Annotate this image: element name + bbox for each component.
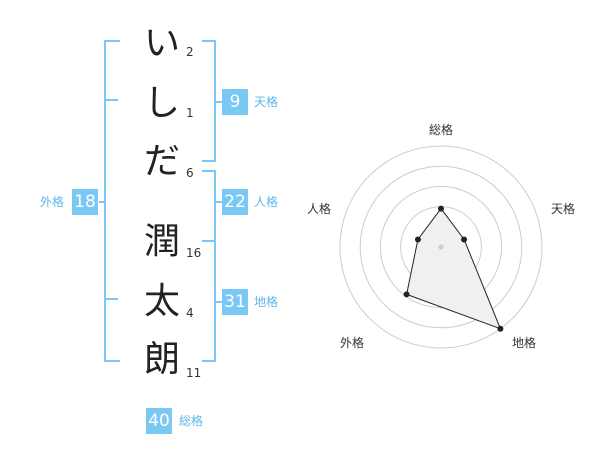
radar-ring-3	[379, 185, 503, 309]
radar-point-3	[497, 325, 504, 332]
chikaku-label: 地格	[254, 295, 279, 309]
gaikaku-connector	[99, 201, 105, 203]
jinkaku-value: 22	[222, 189, 248, 215]
gaikaku-bracket	[104, 40, 120, 362]
stroke-count-2: 1	[186, 106, 194, 120]
stroke-count-3: 6	[186, 166, 194, 180]
radar-point-1	[438, 205, 444, 212]
name-char-6: 朗	[143, 339, 180, 380]
chikaku-connector	[216, 301, 222, 303]
tenkaku-label: 天格	[254, 95, 279, 109]
axis-label-soukaku: 総格	[429, 122, 453, 137]
jinkaku-bracket	[202, 170, 216, 242]
stroke-count-6: 11	[186, 366, 202, 380]
jinkaku-connector	[216, 201, 222, 203]
axis-label-jinkaku: 人格	[307, 201, 331, 216]
gaikaku-label: 外格	[40, 195, 65, 209]
name-char-3: だ	[143, 141, 180, 182]
radar-point-2	[461, 236, 468, 243]
radar-ring-2	[400, 206, 482, 288]
tenkaku-bracket	[202, 40, 216, 162]
radar-ring-4	[359, 165, 523, 329]
axis-label-tenkaku: 天格	[551, 201, 575, 216]
gaikaku-tick-lower	[106, 298, 118, 300]
tenkaku-value: 9	[222, 89, 248, 115]
name-char-1: い	[143, 23, 180, 64]
radar-area	[406, 207, 502, 330]
jinkaku-label: 人格	[254, 195, 279, 209]
tenkaku-connector	[216, 101, 222, 103]
axis-label-gaikaku: 外格	[340, 335, 364, 350]
radar-point-4	[403, 291, 410, 298]
radar-point-5	[414, 236, 421, 243]
stroke-count-5: 4	[186, 306, 194, 320]
name-char-2: し	[143, 83, 180, 124]
chikaku-bracket	[202, 240, 216, 362]
radar-center-dot	[438, 244, 444, 250]
soukaku-value: 40	[146, 408, 172, 434]
name-char-5: 太	[143, 281, 180, 322]
soukaku-label: 総格	[179, 414, 204, 428]
radar-ring-1	[420, 226, 462, 268]
gaikaku-tick-upper	[106, 99, 118, 101]
stroke-count-1: 2	[186, 45, 194, 59]
chikaku-value: 31	[222, 289, 248, 315]
stroke-count-4: 16	[186, 246, 202, 260]
axis-label-chikaku: 地格	[512, 335, 536, 350]
name-char-4: 潤	[143, 221, 180, 262]
radar-ring-5	[339, 145, 543, 349]
gaikaku-value: 18	[72, 189, 98, 215]
